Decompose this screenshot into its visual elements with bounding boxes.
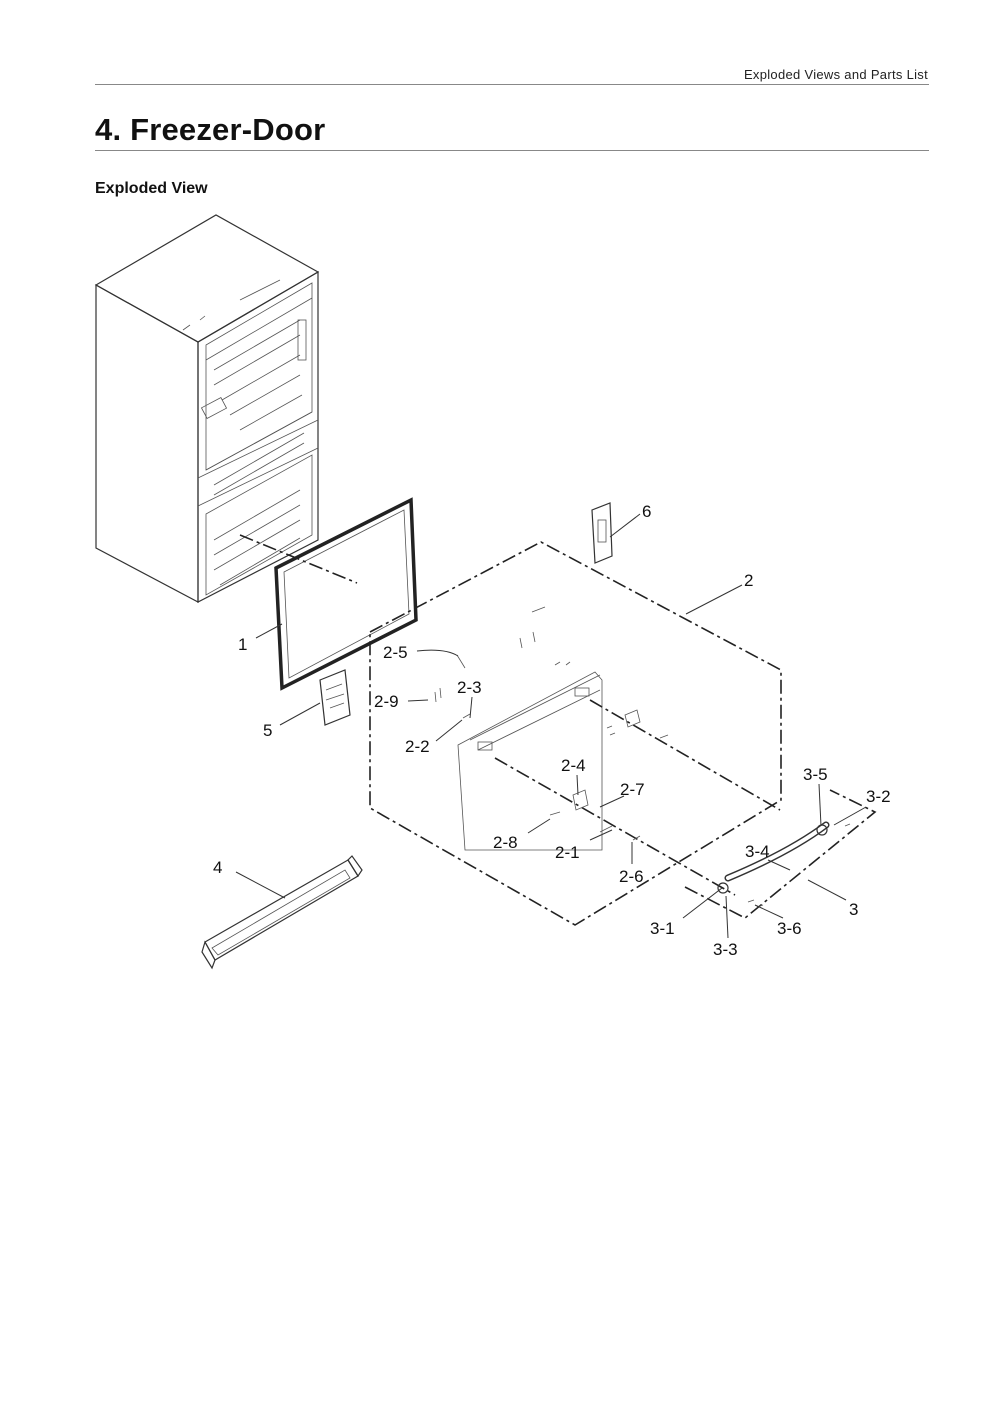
label-2-6: 2-6 (619, 867, 644, 886)
part-1-gasket (239, 497, 418, 691)
label-3-2: 3-2 (866, 787, 891, 806)
leader-lines (235, 513, 867, 939)
label-3: 3 (849, 900, 858, 919)
section-title: Exploded View (95, 180, 208, 197)
label-1: 1 (238, 635, 247, 654)
label-2-4: 2-4 (561, 756, 586, 775)
header-rule (95, 84, 929, 85)
title-rule (95, 150, 929, 151)
part-6-bracket (591, 502, 613, 564)
part-5-bracket (319, 669, 351, 726)
label-2-7: 2-7 (620, 780, 645, 799)
label-2-1: 2-1 (555, 843, 580, 862)
label-2-8: 2-8 (493, 833, 518, 852)
part-3-handle (684, 789, 877, 919)
label-2-2: 2-2 (405, 737, 430, 756)
label-5: 5 (263, 721, 272, 740)
page-title: 4. Freezer-Door (95, 112, 326, 147)
label-2-3: 2-3 (457, 678, 482, 697)
label-3-1: 3-1 (650, 919, 675, 938)
refrigerator-cabinet (94, 214, 320, 603)
label-6: 6 (642, 502, 651, 521)
label-3-5: 3-5 (803, 765, 828, 784)
label-2-5: 2-5 (383, 643, 408, 662)
part-4-cover (201, 855, 363, 970)
part-labels: 1 2 6 5 4 2-5 2-9 2-3 2-2 2-4 2-7 2-8 2-… (213, 502, 891, 959)
label-2: 2 (744, 571, 753, 590)
running-header: Exploded Views and Parts List (743, 67, 928, 82)
part-2-door-assembly (369, 541, 782, 926)
label-3-6: 3-6 (777, 919, 802, 938)
label-4: 4 (213, 858, 222, 877)
label-3-3: 3-3 (713, 940, 738, 959)
label-3-4: 3-4 (745, 842, 770, 861)
label-2-9: 2-9 (374, 692, 399, 711)
